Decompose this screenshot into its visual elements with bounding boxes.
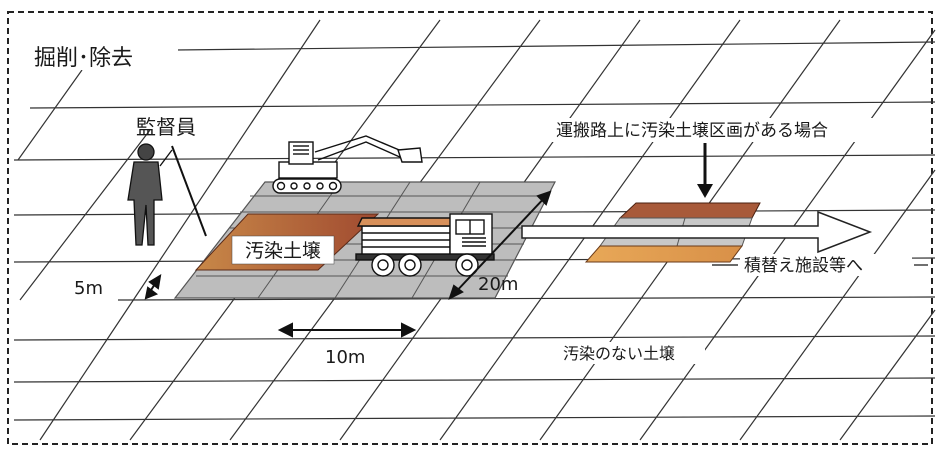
dim-5m-label: 5m bbox=[74, 278, 103, 299]
supervisor-label: 監督員 bbox=[136, 115, 196, 139]
dump-truck-icon bbox=[355, 213, 495, 277]
dim-10m-label: 10m bbox=[325, 347, 365, 368]
transfer-label: 積替え施設等へ bbox=[744, 256, 863, 276]
transport-arrow bbox=[521, 210, 873, 254]
contaminated-soil-label-box bbox=[231, 235, 335, 265]
road-brown-strip bbox=[618, 202, 761, 219]
down-arrow bbox=[697, 143, 713, 198]
diagram-title: 掘削･除去 bbox=[34, 46, 133, 71]
supervisor-figure-icon bbox=[127, 143, 207, 246]
frame-border bbox=[7, 11, 933, 445]
clean-soil-label: 汚染のない土壌 bbox=[563, 344, 675, 363]
road-case-label: 運搬路上に汚染土壌区画がある場合 bbox=[556, 121, 828, 141]
dimension-markers bbox=[144, 190, 552, 338]
contaminated-soil-label: 汚染土壌 bbox=[245, 240, 321, 262]
dim-20m-label: 20m bbox=[478, 274, 518, 295]
road-orange-strip bbox=[584, 245, 743, 263]
excavator-icon bbox=[272, 135, 423, 194]
dim-20m-arrow bbox=[451, 193, 549, 297]
